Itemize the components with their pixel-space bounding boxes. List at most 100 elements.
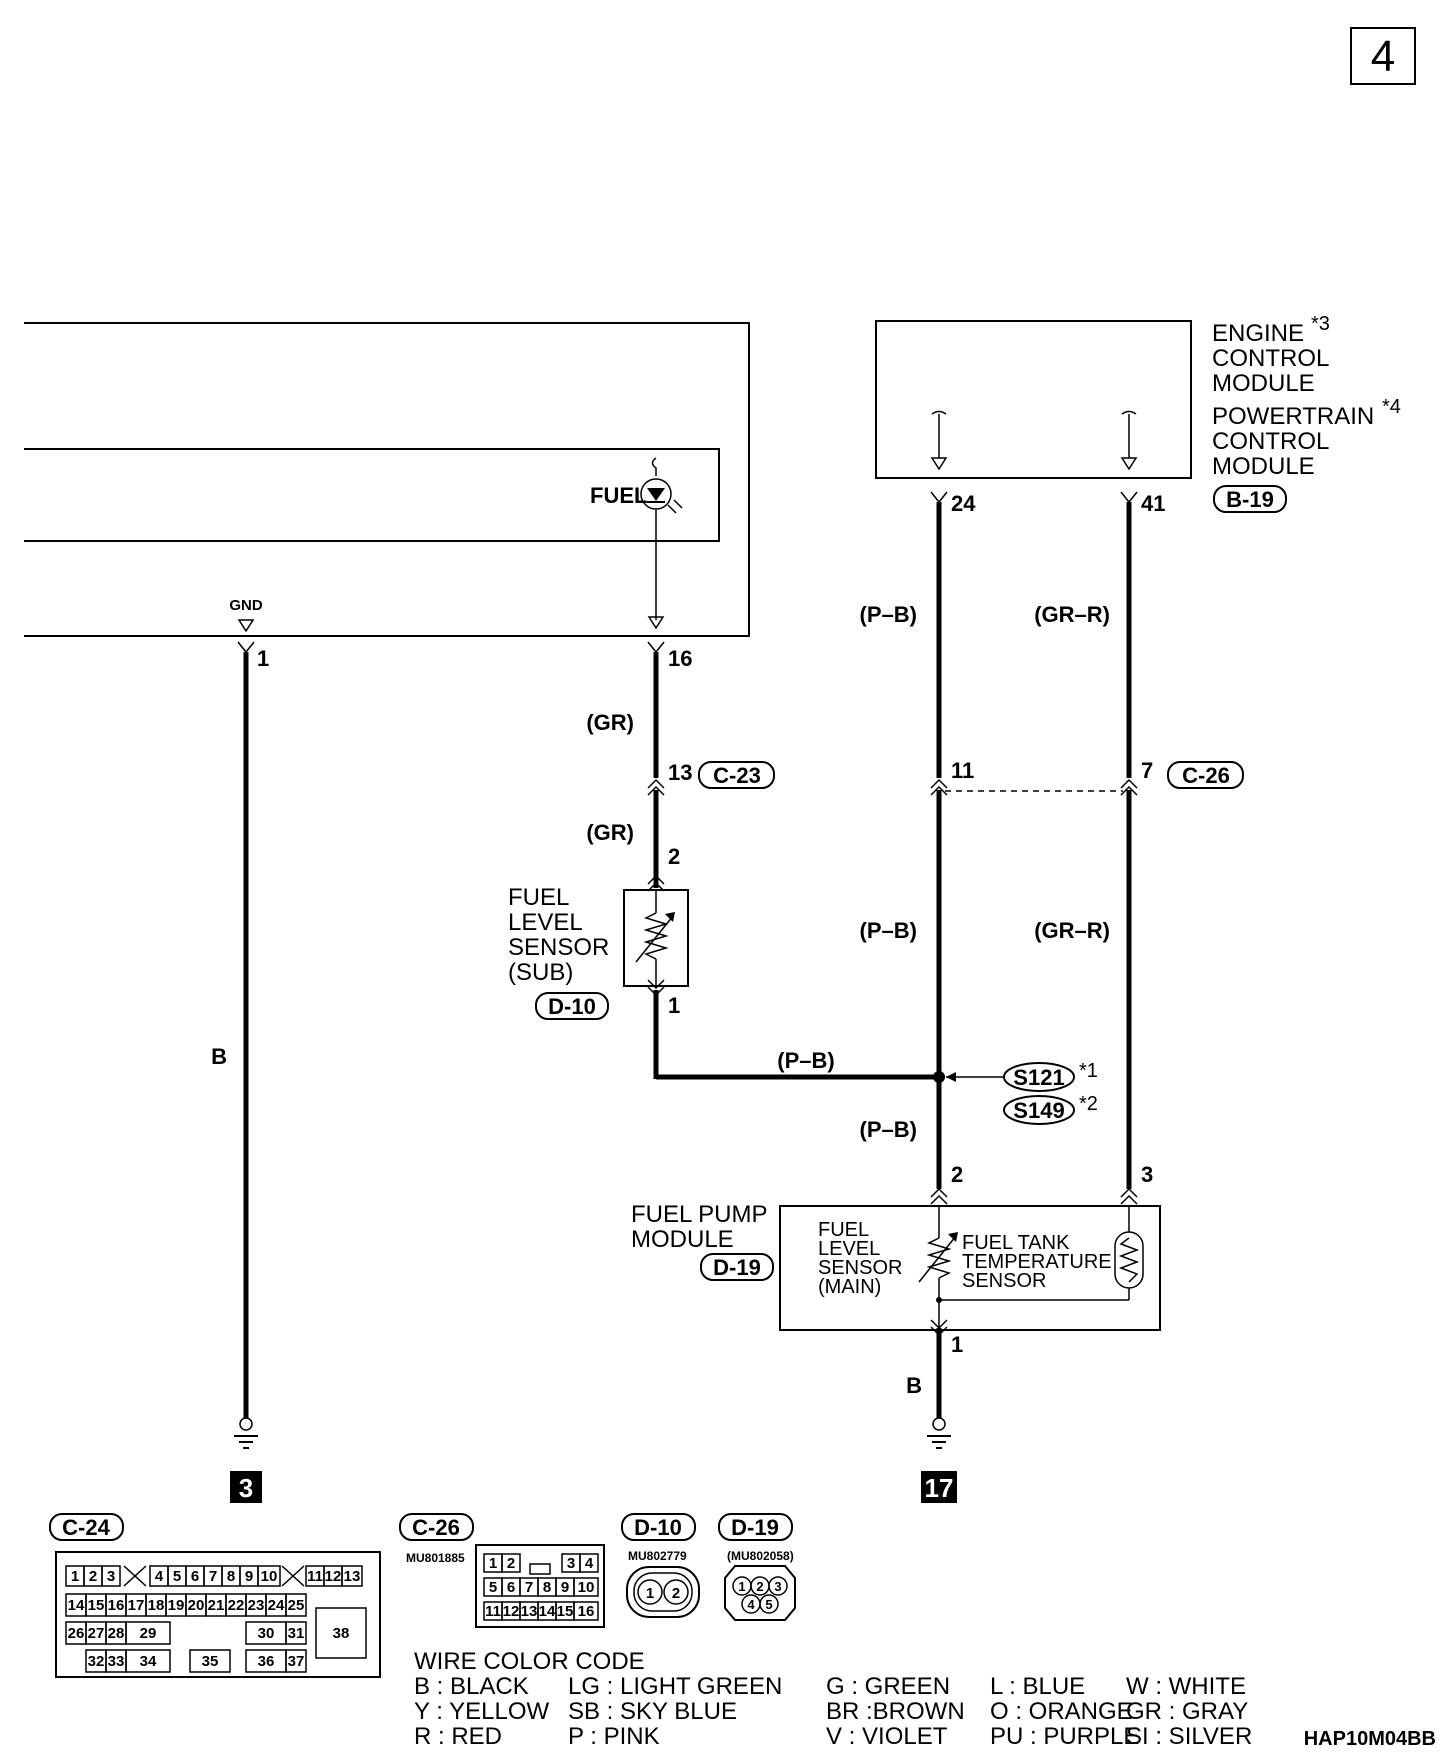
c26-pin-label: 12 (503, 1603, 520, 1620)
temp-sensor-label-line-3: SENSOR (962, 1270, 1046, 1292)
d19-pin-5: 5 (765, 1597, 772, 1612)
c24-pin-label: 6 (191, 1568, 199, 1585)
connector-tag-c23: C-23 (713, 763, 761, 788)
c24-pin-label: 12 (325, 1568, 342, 1585)
c26-pin-label: 8 (543, 1579, 551, 1596)
wire-color-code-entry: SI : SILVER (1126, 1723, 1252, 1750)
terminal-numbers: 1 16 24 41 13 11 7 2 1 2 3 1 (257, 491, 1165, 1357)
fuel-level-sensor-sub: FUEL LEVEL SENSOR (SUB) D-10 (508, 884, 689, 1020)
c24-blank-cavity-icon (281, 1565, 305, 1587)
ground-ref-17: 17 (925, 1473, 954, 1503)
ground-right: 17 (921, 1417, 957, 1503)
control-module: ENGINE *3 CONTROL MODULE POWERTRAIN *4 C… (875, 313, 1401, 513)
c26-pin-label: 6 (507, 1579, 515, 1596)
c26-pin-label: 5 (489, 1579, 497, 1596)
wire-color-code-entry: PU : PURPLE (990, 1723, 1139, 1750)
c24-pin-label: 33 (108, 1653, 125, 1670)
inline-connectors: C-23 C-26 (698, 761, 1244, 789)
c24-pin-cell (285, 1649, 307, 1673)
wire-color-code-entry: SB : SKY BLUE (568, 1698, 737, 1725)
wire-color-code-title: WIRE COLOR CODE (414, 1648, 645, 1675)
wire-pb-lower: (P–B) (860, 1117, 917, 1142)
c24-tag: C-24 (62, 1515, 110, 1540)
temp-sensor-label-line-2: TEMPERATURE (962, 1251, 1112, 1273)
sensor-sub-label-line-2: LEVEL (508, 909, 583, 936)
splices: S121 *1 S149 *2 (946, 1060, 1098, 1125)
c24-pin-cell (125, 1621, 171, 1645)
fuel-lamp-label: FUEL (590, 483, 647, 508)
c26-pin-cell (501, 1553, 521, 1573)
c26-pin-cell (573, 1577, 599, 1597)
splice-s121: S121 (1013, 1065, 1064, 1090)
connector-tag-c26: C-26 (1182, 763, 1230, 788)
ground-ref-3: 3 (239, 1473, 253, 1503)
wire-color-code-entry: B : BLACK (414, 1673, 529, 1700)
c24-pin-label: 32 (88, 1653, 105, 1670)
main-sensor-label-line-2: LEVEL (818, 1238, 880, 1260)
c24-pin-label: 29 (140, 1625, 157, 1642)
main-sensor-label-line-1: FUEL (818, 1219, 869, 1241)
diagram-code: HAP10M04BB (1304, 1728, 1436, 1750)
pump-terminal-2: 2 (951, 1162, 963, 1187)
d10-part-number: MU802779 (628, 1549, 687, 1563)
c24-pin-label: 23 (248, 1597, 265, 1614)
c24-pin-label: 24 (268, 1597, 285, 1614)
c24-pin-label: 11 (307, 1568, 323, 1585)
page-number: 4 (1371, 32, 1395, 81)
c24-pin-cell (257, 1565, 281, 1587)
wire-pb-middle: (P–B) (860, 918, 917, 943)
c24-pin-label: 18 (148, 1597, 165, 1614)
c24-pin-label: 1 (71, 1568, 79, 1585)
sensor-sub-terminal-2: 2 (668, 844, 680, 869)
wire-color-code-entry: W : WHITE (1126, 1673, 1246, 1700)
d19-tag: D-19 (731, 1515, 779, 1540)
wire-color-code-entry: G : GREEN (826, 1673, 950, 1700)
pump-connector-tag: D-19 (713, 1255, 761, 1280)
terminal-24: 24 (951, 491, 976, 516)
module-connector-tag: B-19 (1226, 487, 1274, 512)
c26-pin-label: 1 (489, 1555, 497, 1572)
c24-pin-cell (315, 1607, 367, 1659)
splice-s149: S149 (1013, 1098, 1064, 1123)
c26-pin-label: 3 (567, 1555, 575, 1572)
c24-pin-label: 22 (228, 1597, 245, 1614)
c26-pin-label: 16 (578, 1603, 595, 1620)
d10-pin-1: 1 (646, 1585, 654, 1602)
c24-pin-label: 17 (128, 1597, 145, 1614)
d10-pin-2: 2 (672, 1585, 680, 1602)
c24-pin-label: 30 (258, 1625, 275, 1642)
terminal-11: 11 (951, 758, 974, 783)
c26-pin-label: 14 (539, 1603, 556, 1620)
c24-pin-label: 8 (227, 1568, 235, 1585)
c24-pin-label: 27 (88, 1625, 105, 1642)
c24-pin-label: 4 (155, 1568, 164, 1585)
wire-color-code-entry: GR : GRAY (1126, 1698, 1248, 1725)
ecm-label-line-1: ENGINE (1212, 320, 1304, 347)
wire-color-code: WIRE COLOR CODE B : BLACK LG : LIGHT GREE… (414, 1648, 1252, 1750)
c26-pin-cell (579, 1553, 599, 1573)
terminal-1: 1 (257, 646, 269, 671)
pump-terminal-3: 3 (1141, 1162, 1153, 1187)
c24-pin-cell (285, 1621, 307, 1645)
ground-left: 3 (230, 1417, 262, 1503)
c24-pin-cell (341, 1565, 363, 1587)
wire-color-code-entry: LG : LIGHT GREEN (568, 1673, 782, 1700)
c26-pin-label: 9 (561, 1579, 569, 1596)
sensor-sub-label-line-1: FUEL (508, 884, 569, 911)
wire-color-code-entry: R : RED (414, 1723, 502, 1750)
c26-pin-label: 10 (578, 1579, 595, 1596)
c24-pin-cell (189, 1649, 231, 1673)
connector-view-d10: D-10 MU802779 1 2 (621, 1513, 700, 1618)
terminal-forks (237, 491, 1138, 1337)
c24-pin-label: 19 (168, 1597, 185, 1614)
c24-pin-label: 36 (258, 1653, 275, 1670)
wire-grr-upper: (GR–R) (1034, 602, 1110, 627)
wire-pb-upper: (P–B) (860, 602, 917, 627)
combination-meter: FUEL GND (24, 322, 750, 637)
sensor-sub-label-line-3: SENSOR (508, 934, 609, 961)
